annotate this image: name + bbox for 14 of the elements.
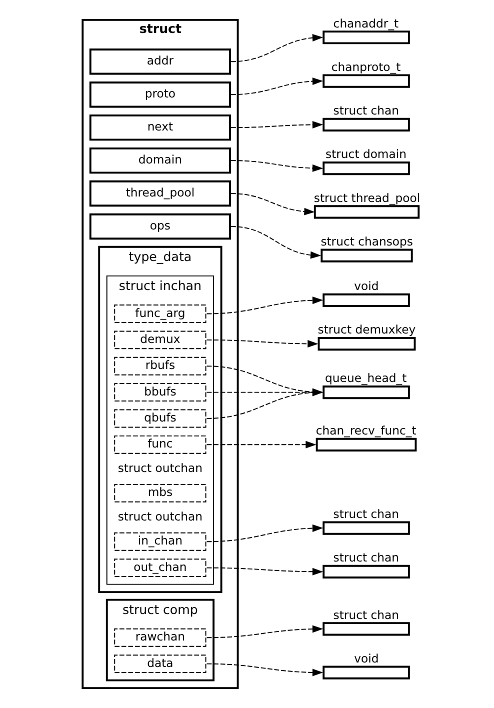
node-label: struct chan — [333, 506, 399, 521]
node-label: void — [354, 279, 379, 294]
node-label: struct chan — [333, 608, 399, 622]
node-label: queue_head_t — [325, 371, 407, 386]
node-label: struct thread_pool — [314, 190, 420, 205]
node-label: chanaddr_t — [333, 16, 399, 30]
node-label: chan_recv_func_t — [316, 424, 416, 438]
node-label: struct domain — [326, 147, 406, 162]
node-label: struct chan — [333, 550, 399, 565]
node-label: chanproto_t — [331, 60, 401, 74]
node-label: struct chan — [333, 104, 399, 118]
node-label: struct chansops — [320, 234, 413, 248]
node-label: struct demuxkey — [318, 322, 416, 337]
node-label: void — [354, 651, 379, 666]
